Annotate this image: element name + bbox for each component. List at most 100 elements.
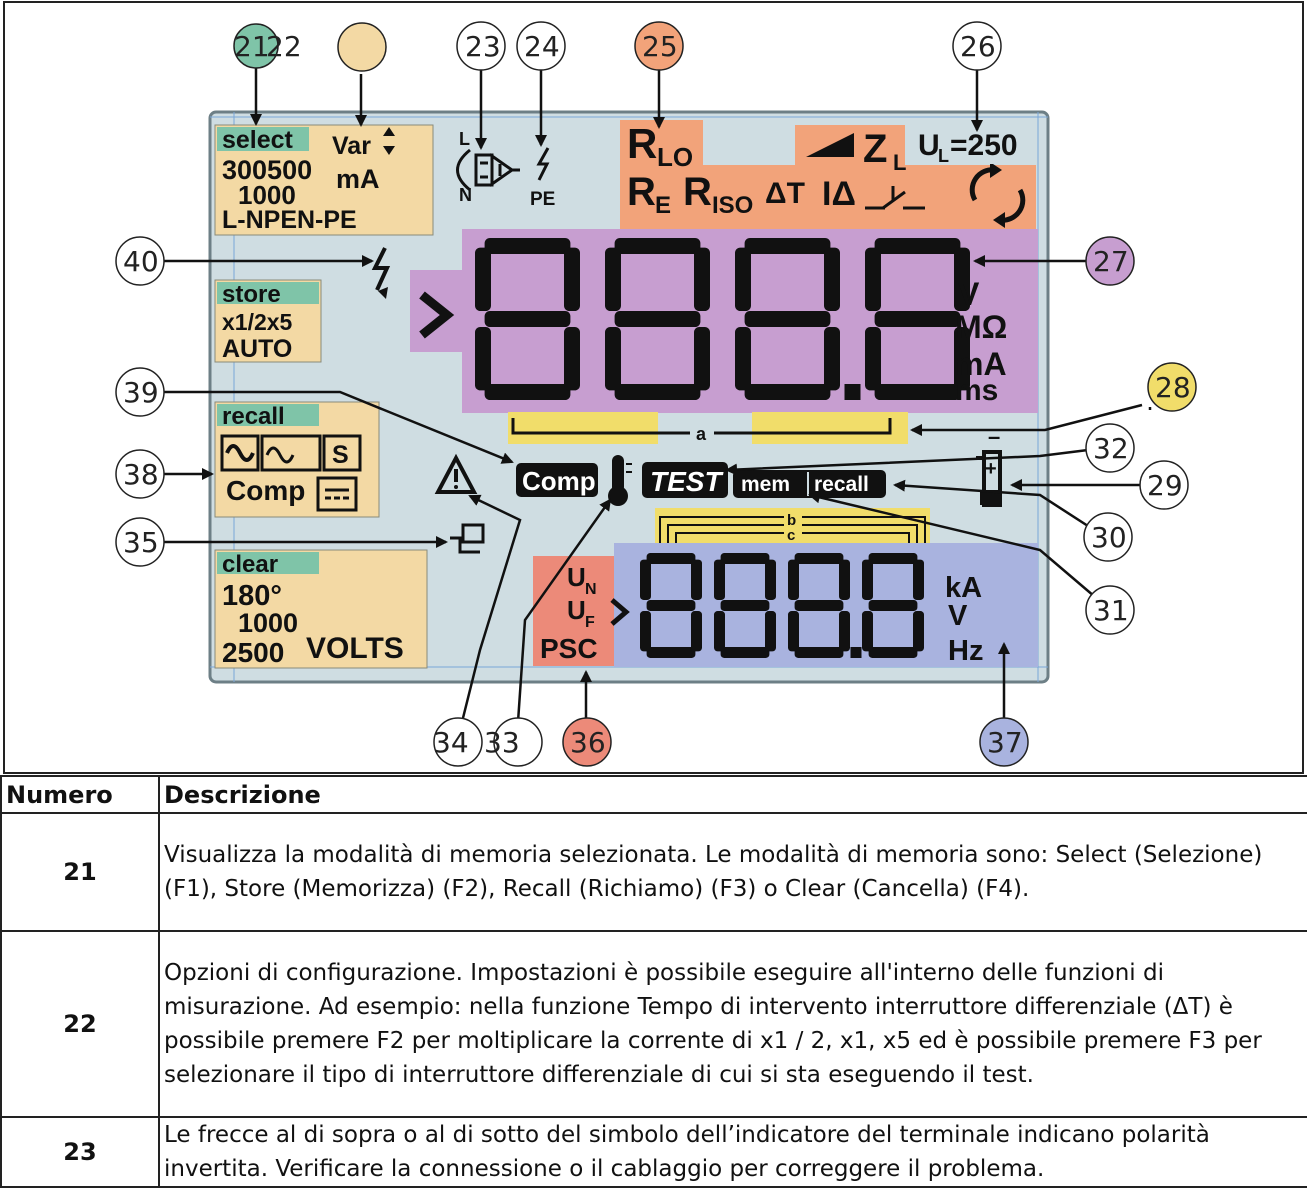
svg-text:a: a xyxy=(696,424,707,444)
ul-display: U L =250 xyxy=(906,122,1033,166)
svg-text:F: F xyxy=(585,614,595,631)
svg-text:ISO: ISO xyxy=(712,192,753,219)
description-table-wrap: Numero Descrizione 21 Visualizza la moda… xyxy=(0,775,1307,1188)
opt-300500: 300500 xyxy=(222,155,312,185)
svg-text:30: 30 xyxy=(1091,521,1127,554)
description-table: Numero Descrizione 21 Visualizza la moda… xyxy=(0,775,1307,1188)
thermometer-icon xyxy=(608,455,632,506)
svg-text:38: 38 xyxy=(123,458,159,491)
svg-text:V: V xyxy=(958,276,980,312)
comp-badge xyxy=(516,463,598,497)
select-label: select xyxy=(222,126,294,154)
svg-text:Hz: Hz xyxy=(948,635,983,667)
callout-31 xyxy=(1085,585,1135,635)
row-number: 22 xyxy=(0,930,160,1118)
seven-segment-digit xyxy=(735,238,840,400)
callout-21 xyxy=(233,23,279,69)
svg-text:22: 22 xyxy=(266,30,302,63)
svg-text:39: 39 xyxy=(123,376,159,409)
decimal-point xyxy=(850,647,862,658)
svg-text:U: U xyxy=(567,595,586,625)
greater-than-icon xyxy=(419,291,455,339)
ramp-icon xyxy=(806,133,854,157)
svg-text:E: E xyxy=(655,192,671,219)
lcd-diagram: select Var 300500 mA 1000 L-NPEN-PE L N … xyxy=(3,1,1304,774)
svg-text:+: + xyxy=(985,458,997,480)
svg-text:27: 27 xyxy=(1093,245,1129,278)
rotation-icon xyxy=(969,162,1026,228)
recall-region: recall S Comp xyxy=(214,401,380,518)
svg-text:Comp: Comp xyxy=(226,475,305,506)
callout-22 xyxy=(337,22,387,72)
seven-segment-digit xyxy=(788,553,850,658)
svg-text:ΔT: ΔT xyxy=(765,177,805,210)
svg-text:35: 35 xyxy=(123,526,159,559)
var-label: Var xyxy=(332,132,371,160)
svg-text:32: 32 xyxy=(1093,432,1129,465)
svg-text:Z: Z xyxy=(863,127,887,171)
svg-text:34: 34 xyxy=(433,726,469,759)
callout-23 xyxy=(456,21,506,71)
seven-segment-digit xyxy=(862,553,924,658)
callout-34 xyxy=(433,717,483,767)
table-row: 22 Opzioni di configurazione. Impostazio… xyxy=(0,930,1307,1118)
row-number: 23 xyxy=(0,1116,160,1188)
svg-text:PE: PE xyxy=(530,189,555,210)
seven-segment-digit xyxy=(605,238,710,400)
svg-text:33: 33 xyxy=(484,726,520,759)
svg-text:AUTO: AUTO xyxy=(222,335,292,363)
svg-text:LO: LO xyxy=(657,142,693,172)
sine-wave-icon xyxy=(220,434,260,472)
row-description: Le frecce al di sopra o al di sotto del … xyxy=(158,1116,1307,1188)
svg-text:mem: mem xyxy=(741,473,790,496)
mem-recall-badge xyxy=(733,470,886,498)
terminal-indicator: L N xyxy=(456,129,520,205)
bar-graph-a: a xyxy=(508,412,908,444)
callout-leaders xyxy=(164,65,1152,723)
updown-arrows-icon xyxy=(383,127,395,155)
function-region: R LO R E R ISO ΔT IΔ Z L xyxy=(620,120,1036,230)
hazard-lightning-icon xyxy=(371,247,391,291)
callout-38 xyxy=(115,449,165,499)
row-description: Opzioni di configurazione. Impostazioni … xyxy=(158,930,1307,1118)
main-digits xyxy=(475,238,970,400)
config-options-region: select Var 300500 mA 1000 L-NPEN-PE xyxy=(214,124,434,236)
svg-text:28: 28 xyxy=(1155,371,1191,404)
svg-text:store: store xyxy=(222,281,281,308)
plug-icon xyxy=(490,153,515,187)
svg-text:Comp: Comp xyxy=(522,466,596,496)
svg-text:36: 36 xyxy=(570,726,606,759)
callout-29 xyxy=(1139,460,1189,510)
callout-24 xyxy=(516,21,566,71)
header-numero: Numero xyxy=(0,775,160,814)
svg-text:R: R xyxy=(627,170,656,214)
svg-text:37: 37 xyxy=(987,726,1023,759)
seven-segment-digit xyxy=(640,553,702,658)
header-descrizione: Descrizione xyxy=(158,775,1307,814)
secondary-digits xyxy=(640,553,924,658)
svg-text:R: R xyxy=(627,120,657,167)
callout-27 xyxy=(1085,236,1135,286)
svg-text:L: L xyxy=(459,129,470,149)
callout-26 xyxy=(952,21,1002,71)
table-row: 21 Visualizza la modalità di memoria sel… xyxy=(0,812,1307,932)
svg-text:N: N xyxy=(585,581,597,598)
pe-lightning-icon xyxy=(536,147,550,181)
opt-ma: mA xyxy=(336,164,380,194)
svg-text:S: S xyxy=(332,441,349,469)
callout-40 xyxy=(115,236,165,286)
callout-30 xyxy=(1083,512,1133,562)
callout-36 xyxy=(562,717,612,767)
svg-text:PSC: PSC xyxy=(540,633,598,664)
row-description: Visualizza la modalità di memoria selezi… xyxy=(158,812,1307,932)
svg-text:x1/2x5: x1/2x5 xyxy=(222,309,293,335)
svg-text:U: U xyxy=(567,562,586,592)
secondary-display-region: kA V Hz xyxy=(610,543,1038,667)
svg-text:clear: clear xyxy=(222,551,278,578)
callout-circles: 21 22 23 24 25 26 27 28 29 30 31 32 33 3… xyxy=(115,21,1197,767)
svg-text:VOLTS: VOLTS xyxy=(306,632,404,665)
svg-text:ms: ms xyxy=(955,374,998,407)
store-region: store x1/2x5 AUTO xyxy=(214,279,322,363)
svg-text:R: R xyxy=(683,170,712,214)
opt-l-npen-pe: L-NPEN-PE xyxy=(222,206,357,234)
